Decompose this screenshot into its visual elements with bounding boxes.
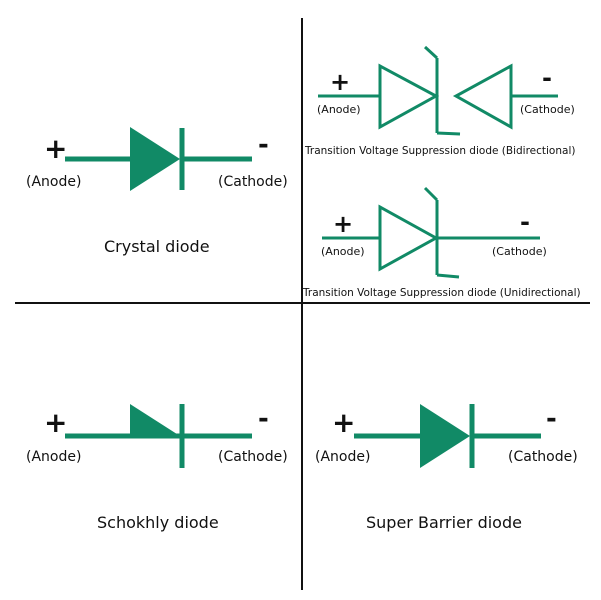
tvs-uni-zigzag-bottom [436,273,460,279]
tvs-unidirectional-symbol [322,186,540,279]
tvs-uni-cathode-label: (Cathode) [492,245,547,258]
schottky-diode-symbol [65,404,252,468]
schottky-anode-label: (Anode) [26,449,81,465]
tvs-bi-zigzag-bottom [436,131,461,136]
tvs-bi-left-triangle [378,63,440,130]
crystal-minus-sign: - [258,130,269,160]
tvs-bi-plus-sign: + [330,68,350,96]
crystal-diode-panel: + - (Anode) (Cathode) Crystal diode [26,127,288,256]
super-barrier-triangle [420,404,470,468]
schottky-plus-sign: + [44,406,67,439]
tvs-bi-cathode-label: (Cathode) [520,103,575,116]
tvs-uni-plus-sign: + [333,210,353,238]
tvs-uni-zigzag-top [423,186,439,202]
crystal-anode-label: (Anode) [26,174,81,190]
crystal-title: Crystal diode [104,237,210,256]
super-barrier-minus-sign: - [546,404,557,434]
schottky-title: Schokhly diode [97,513,219,532]
tvs-bidirectional-symbol [318,45,558,136]
crystal-triangle [130,127,180,191]
super-barrier-title: Super Barrier diode [366,513,522,532]
tvs-uni-anode-label: (Anode) [321,245,365,258]
super-barrier-anode-label: (Anode) [315,449,370,465]
tvs-unidirectional-panel: + - (Anode) (Cathode) Transition Voltage… [302,186,581,299]
crystal-cathode-label: (Cathode) [218,174,288,190]
super-barrier-plus-sign: + [332,406,355,439]
crystal-plus-sign: + [44,132,67,165]
super-barrier-cathode-label: (Cathode) [508,449,578,465]
tvs-bidirectional-panel: + - (Anode) (Cathode) Transition Voltage… [304,45,575,157]
tvs-uni-title: Transition Voltage Suppression diode (Un… [302,287,581,299]
schottky-minus-sign: - [258,404,269,434]
tvs-bi-title: Transition Voltage Suppression diode (Bi… [304,145,575,157]
tvs-bi-minus-sign: - [542,64,552,92]
crystal-diode-symbol [65,127,252,191]
tvs-uni-minus-sign: - [520,208,530,236]
super-barrier-diode-symbol [354,404,541,468]
tvs-bi-zigzag-top [423,45,439,60]
super-barrier-diode-panel: + - (Anode) (Cathode) Super Barrier diod… [315,404,578,532]
tvs-bi-right-triangle [452,63,513,130]
schottky-cathode-label: (Cathode) [218,449,288,465]
tvs-bi-anode-label: (Anode) [317,103,361,116]
tvs-uni-triangle [378,204,440,272]
schottky-diode-panel: + - (Anode) (Cathode) Schokhly diode [26,404,288,532]
schottky-half-triangle [130,404,180,436]
